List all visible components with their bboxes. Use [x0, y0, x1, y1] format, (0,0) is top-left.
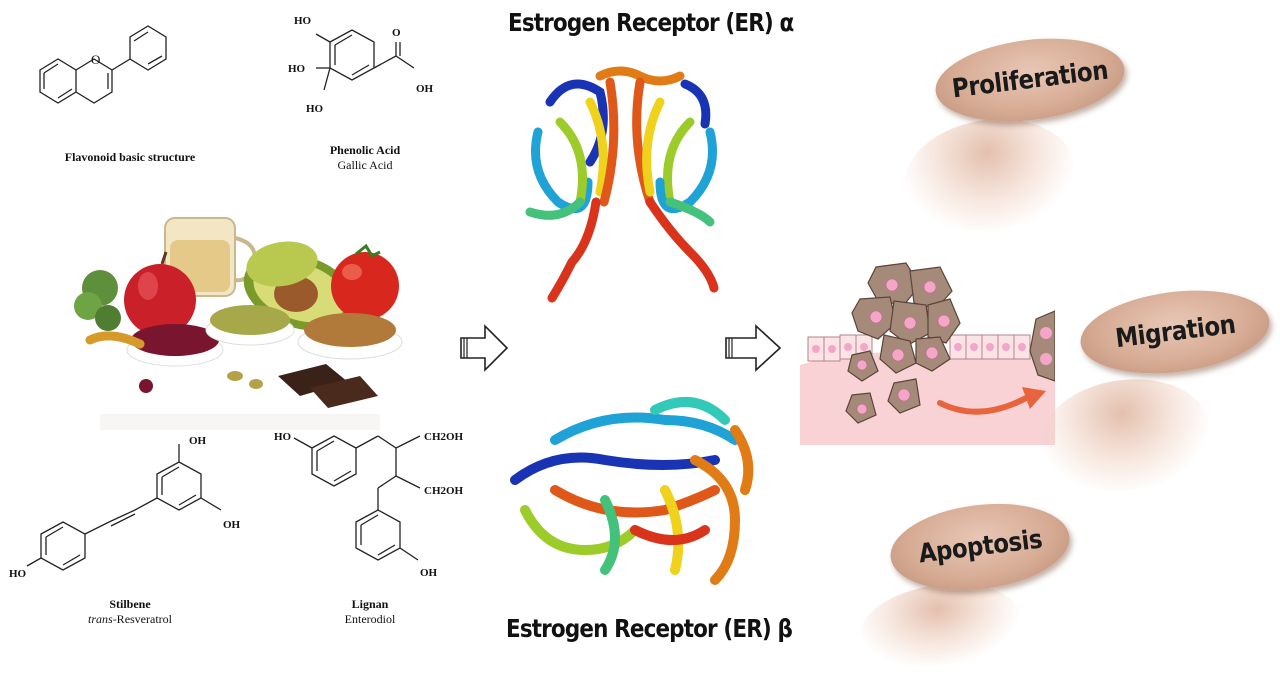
lignan-ch2oh-1: CH2OH — [424, 431, 464, 443]
stilbene-class: Stilbene — [109, 597, 151, 611]
tumor-tissue-illustration — [800, 255, 1056, 445]
receptor-alpha-title: Estrogen Receptor (ER) α — [508, 8, 794, 37]
er-alpha-structure — [500, 62, 750, 312]
lignan-class: Lignan — [351, 597, 389, 611]
stilbene-structure: OH OH HO — [5, 430, 265, 580]
flow-arrow-icon — [720, 322, 784, 378]
gallic-ho-3: HO — [306, 103, 324, 115]
stilbene-ho: HO — [9, 568, 27, 580]
outcome-migration: Migration — [1075, 280, 1275, 384]
stilbene-name: -Resveratrol — [112, 612, 172, 626]
gallic-ho-1: HO — [294, 15, 312, 27]
oval-reflection — [855, 574, 1025, 676]
lignan-name: Enterodiol — [344, 612, 396, 626]
lignan-structure: HO CH2OH CH2OH OH — [272, 418, 482, 588]
flavonoid-structure: O — [20, 0, 240, 140]
outcome-label: Proliferation — [950, 55, 1110, 105]
outcome-label: Migration — [1113, 309, 1237, 355]
er-alpha-ribbon — [525, 66, 719, 303]
gallic-acid-structure: HO HO HO O OH — [280, 4, 450, 134]
lignan-oh: OH — [420, 567, 438, 579]
gallic-ho-2: HO — [288, 63, 306, 75]
stilbene-oh-2: OH — [223, 519, 241, 531]
phenolic-class: Phenolic Acid — [329, 143, 401, 157]
oval-reflection — [898, 108, 1082, 242]
er-beta-structure — [495, 390, 775, 590]
lignan-ho: HO — [274, 431, 292, 443]
outcome-label: Apoptosis — [916, 524, 1044, 570]
flow-arrow-icon — [455, 322, 511, 378]
gallic-o: O — [392, 27, 401, 39]
oval-reflection — [1033, 368, 1217, 502]
flavonoid-o-label: O — [91, 52, 100, 67]
outcome-apoptosis: Apoptosis — [885, 494, 1075, 600]
stilbene-prefix: trans — [88, 612, 113, 626]
foods-illustration — [74, 217, 403, 430]
migration-arrow-icon — [937, 394, 1031, 415]
stilbene-oh-1: OH — [189, 435, 207, 447]
flavonoid-name: Flavonoid basic structure — [64, 150, 196, 164]
lignan-caption: Lignan Enterodiol — [310, 597, 430, 627]
gallic-acid-diagram: HO HO HO O OH — [288, 15, 434, 115]
polyphenol-foods-image — [60, 200, 420, 430]
tissue-diagram — [800, 262, 1056, 445]
outcome-proliferation: Proliferation — [930, 28, 1130, 132]
flavonoid-caption: Flavonoid basic structure — [40, 150, 220, 165]
er-beta-ribbon — [510, 397, 754, 585]
receptor-beta-title: Estrogen Receptor (ER) β — [506, 614, 793, 643]
lignan-ch2oh-2: CH2OH — [424, 485, 464, 497]
phenolic-caption: Phenolic Acid Gallic Acid — [300, 143, 430, 173]
flavonoid-diagram: O — [39, 25, 167, 104]
stilbene-caption: Stilbene trans-Resveratrol — [60, 597, 200, 627]
stilbene-diagram: OH OH HO — [9, 435, 241, 580]
lignan-diagram: HO CH2OH CH2OH OH — [274, 431, 464, 579]
gallic-oh: OH — [416, 83, 434, 95]
phenolic-name: Gallic Acid — [337, 158, 393, 172]
